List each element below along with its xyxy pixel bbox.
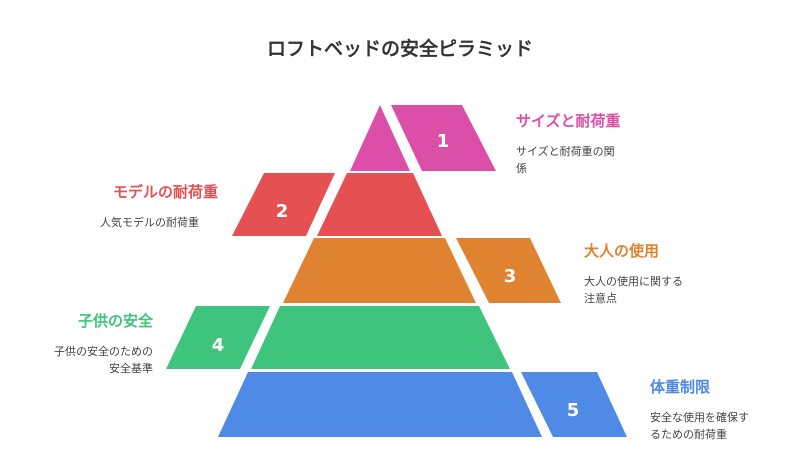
number-label-4: 4 [212,335,225,356]
pyramid-tier-5 [218,372,542,437]
pyramid-tier-4 [251,306,510,369]
number-tab-3 [456,238,561,303]
level-heading-2: モデルの耐荷重 [112,183,218,201]
pyramid-tier-1 [350,105,410,171]
level-label-3: 大人の使用 大人の使用に関する 注意点 [584,240,683,307]
level-desc-4: 子供の安全のための 安全基準 [54,345,153,375]
level-label-1: サイズと耐荷重 サイズと耐荷重の関 係 [516,110,621,177]
pyramid-tier-2 [317,173,442,236]
level-desc-2: 人気モデルの耐荷重 [100,216,199,229]
number-label-3: 3 [504,266,517,287]
level-label-2: モデルの耐荷重 人気モデルの耐荷重 [60,181,218,231]
number-tab-2 [232,173,335,236]
number-label-5: 5 [567,400,580,421]
number-tab-4 [166,306,270,369]
number-label-1: 1 [437,131,450,152]
level-desc-1: サイズと耐荷重の関 係 [516,145,615,175]
number-tab-1 [391,105,496,171]
level-heading-3: 大人の使用 [584,242,660,260]
level-heading-1: サイズと耐荷重 [516,112,621,130]
level-label-5: 体重制限 安全な使用を確保す るための耐荷重 [650,376,749,443]
level-desc-3: 大人の使用に関する 注意点 [584,275,683,305]
pyramid-tier-3 [283,238,476,303]
diagram-title: ロフトベッドの安全ピラミッド [266,38,533,60]
number-tab-5 [521,372,627,437]
level-desc-5: 安全な使用を確保す るための耐荷重 [650,411,749,441]
level-label-4: 子供の安全 子供の安全のための 安全基準 [20,310,153,377]
level-heading-5: 体重制限 [650,378,711,396]
level-heading-4: 子供の安全 [77,312,153,330]
number-label-2: 2 [276,201,289,222]
